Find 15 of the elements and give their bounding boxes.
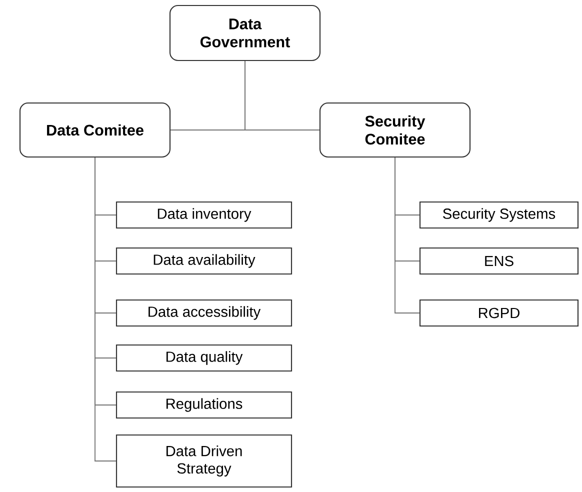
item-box: Data Driven Strategy bbox=[116, 434, 292, 488]
committee-box: Data Comitee bbox=[19, 102, 171, 158]
item-box: Data accessibility bbox=[116, 299, 292, 327]
item-box: Security Systems bbox=[419, 201, 579, 229]
connector-line bbox=[394, 157, 420, 314]
item-box: Data availability bbox=[116, 247, 292, 275]
committee-box: Data Government bbox=[169, 4, 321, 62]
item-box: Regulations bbox=[116, 391, 292, 419]
item-box: Data quality bbox=[116, 344, 292, 372]
item-box: Data inventory bbox=[116, 201, 292, 229]
item-box: RGPD bbox=[419, 299, 579, 327]
committee-box: Security Comitee bbox=[319, 102, 471, 158]
connector-line bbox=[244, 60, 320, 130]
item-box: ENS bbox=[419, 247, 579, 275]
connector-line bbox=[94, 157, 116, 462]
